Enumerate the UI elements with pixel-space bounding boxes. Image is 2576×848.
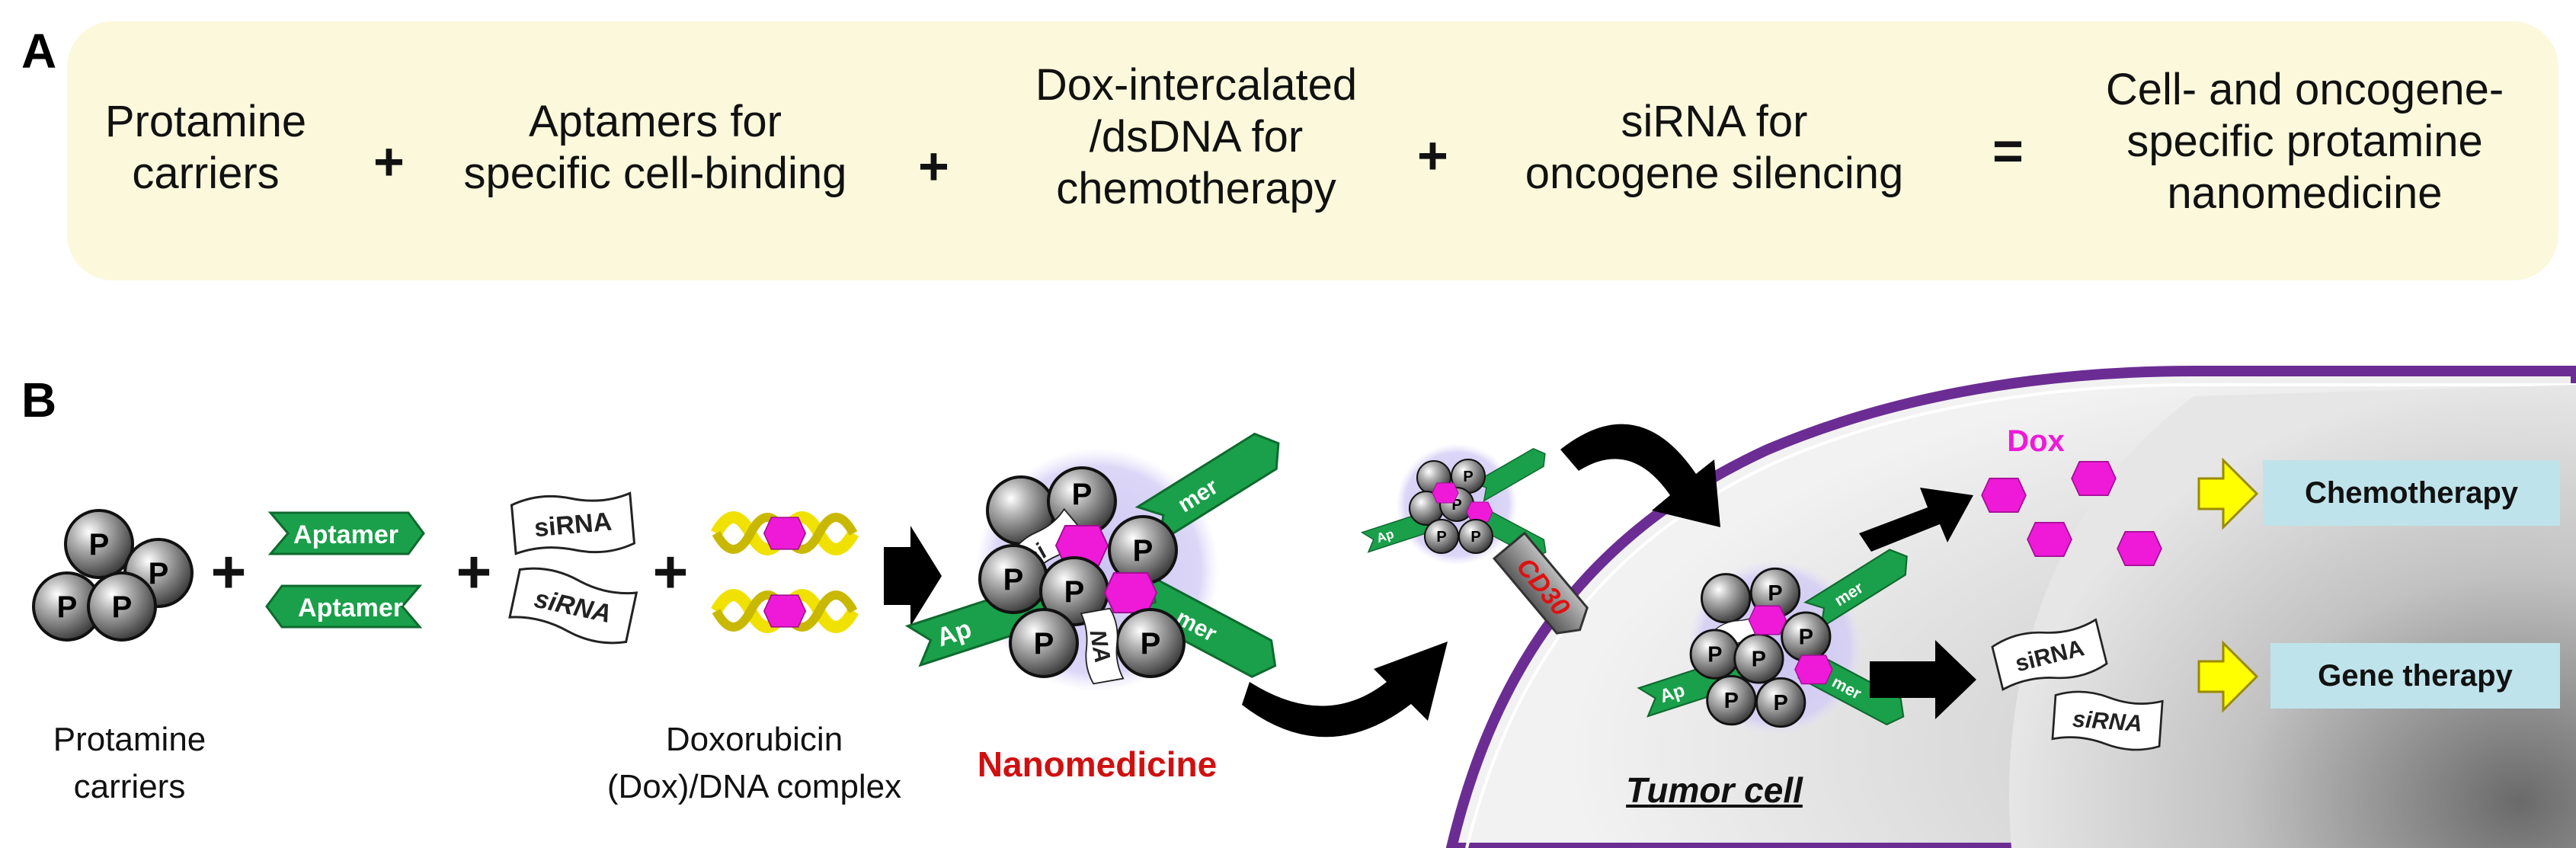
sirna-item: siRNA xyxy=(510,488,636,561)
outcome-gene-therapy: Gene therapy xyxy=(2270,643,2560,709)
nanomedicine-particle-small: Ap P P P P xyxy=(1361,443,1551,565)
caption-line: carriers xyxy=(73,768,186,805)
caption-protamine-carriers: Protamine carriers xyxy=(15,716,244,811)
sirna-label: siRNA xyxy=(2072,706,2143,737)
dox-dna-complex xyxy=(716,595,853,627)
caption-tumor-cell: Tumor cell xyxy=(1626,770,1803,810)
carrier-letter: P xyxy=(1470,529,1480,546)
arrow-right-icon xyxy=(1870,640,1976,719)
internalized-nanomedicine: mer Ap mer P P P P P P xyxy=(1637,542,1916,736)
nanomedicine-particle: mer Ap mer si P P P P P P NA xyxy=(906,424,1291,692)
dox-molecule xyxy=(1981,478,2027,513)
carrier-letter: P xyxy=(112,590,133,624)
dox-molecule xyxy=(2071,461,2117,496)
carrier-letter: P xyxy=(1436,529,1446,546)
carrier-letter: P xyxy=(1034,627,1054,661)
arrow-right-icon xyxy=(1859,488,1973,552)
sirna-label: siRNA xyxy=(533,507,613,543)
term-result: Cell- and oncogene- specific protamine n… xyxy=(2050,64,2560,219)
plus-sign: + xyxy=(653,538,689,606)
carrier-letter: P xyxy=(1463,469,1473,485)
term-dox-dsdna: Dox-intercalated /dsDNA for chemotherapy xyxy=(968,59,1425,215)
term-line: chemotherapy xyxy=(1056,164,1336,213)
carrier-letter: P xyxy=(1133,534,1154,568)
protamine-sphere: P xyxy=(32,571,102,642)
panel-b-letter: B xyxy=(21,373,57,427)
term-line: oncogene silencing xyxy=(1525,149,1904,198)
term-line: Dox-intercalated xyxy=(1035,60,1358,110)
protamine-sphere: P xyxy=(123,538,194,608)
term-line: carriers xyxy=(132,149,280,198)
yellow-arrow-icon xyxy=(2197,640,2259,713)
term-protamine-carriers: Protamine carriers xyxy=(84,96,328,200)
released-sirna: siRNA xyxy=(2051,689,2164,753)
carrier-letter: P xyxy=(1724,689,1739,713)
arrow-right-icon xyxy=(884,526,942,626)
dox-label: Dox xyxy=(2007,424,2065,458)
carrier-letter: P xyxy=(1707,643,1722,667)
term-line: siRNA for xyxy=(1621,97,1808,146)
caption-dox-dna-complex: Doxorubicin (Dox)/DNA complex xyxy=(564,716,945,811)
plus-sign: + xyxy=(211,538,247,606)
carrier-letter: P xyxy=(89,528,110,562)
curved-arrow-icon xyxy=(1242,642,1448,738)
carrier-letter: P xyxy=(57,590,78,624)
term-line: /dsDNA for xyxy=(1089,112,1304,162)
term-line: nanomedicine xyxy=(2167,168,2443,218)
aptamer-label: Aptamer xyxy=(298,594,403,622)
term-line: specific cell-binding xyxy=(463,149,847,198)
dox-dna-complex xyxy=(716,517,853,549)
term-line: specific protamine xyxy=(2126,117,2483,166)
curved-arrow-icon xyxy=(1560,424,1720,527)
carrier-letter: P xyxy=(1799,626,1813,650)
carrier-letter: P xyxy=(1072,478,1093,511)
released-sirna: siRNA xyxy=(1989,615,2110,696)
term-line: Aptamers for xyxy=(529,97,782,146)
term-sirna: siRNA for oncogene silencing xyxy=(1474,96,1954,200)
sirna-fragment: NA xyxy=(1085,628,1115,664)
protamine-carrier-cluster: P P P P xyxy=(32,509,194,642)
aptamer-item: Aptamer xyxy=(269,511,425,555)
carrier-letter: P xyxy=(1064,575,1085,609)
carrier-letter: P xyxy=(1768,581,1782,606)
panel-a-letter: A xyxy=(21,24,57,78)
plus-operator: + xyxy=(373,132,405,191)
plus-sign: + xyxy=(456,538,492,606)
caption-line: (Dox)/DNA complex xyxy=(606,768,902,805)
term-aptamers: Aptamers for specific cell-binding xyxy=(411,96,899,200)
yellow-arrow-icon xyxy=(2197,457,2259,530)
carrier-letter: P xyxy=(149,557,169,590)
carrier-letter: P xyxy=(1003,563,1024,597)
dox-molecule xyxy=(2117,531,2162,566)
dox-molecule xyxy=(2027,522,2072,557)
protamine-sphere: P xyxy=(64,509,134,579)
carrier-letter: P xyxy=(1141,627,1161,661)
term-line: Cell- and oncogene- xyxy=(2105,65,2504,114)
plus-operator: + xyxy=(1417,126,1448,185)
aptamer-item: Aptamer xyxy=(265,584,421,629)
equation-banner xyxy=(67,21,2558,280)
sirna-item: siRNA xyxy=(507,562,639,649)
equals-operator: = xyxy=(1992,121,2024,181)
plus-operator: + xyxy=(918,136,949,196)
caption-line: Doxorubicin xyxy=(665,721,843,758)
carrier-letter: P xyxy=(1752,647,1766,671)
carrier-letter: P xyxy=(1774,691,1788,715)
protamine-sphere: P xyxy=(87,571,157,642)
tumor-cell-inner-membrane xyxy=(1465,383,2576,848)
aptamer-label: Aptamer xyxy=(293,520,398,549)
caption-line: Protamine xyxy=(53,721,206,758)
caption-nanomedicine: Nanomedicine xyxy=(977,744,1218,784)
term-line: Protamine xyxy=(104,97,307,146)
outcome-chemotherapy: Chemotherapy xyxy=(2263,460,2560,526)
